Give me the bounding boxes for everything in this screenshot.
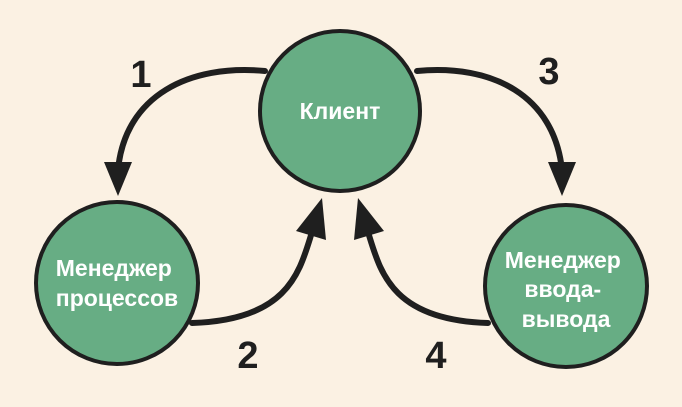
node-client-label: Клиент	[300, 98, 381, 124]
node-client: Клиент	[258, 29, 422, 193]
node-process-manager: Менеджер процессов	[34, 200, 200, 366]
arrow-1-line	[115, 67, 268, 173]
arrow-2-line	[189, 229, 315, 326]
node-client-circle	[258, 29, 422, 193]
arrow-1-head	[104, 162, 132, 196]
edge-4: 4	[354, 198, 491, 377]
node-io-manager-label-line-1: Менеджер	[505, 247, 621, 273]
arrow-3-head	[548, 162, 576, 196]
arrow-3-line	[414, 67, 565, 173]
edge-label-4: 4	[425, 335, 446, 377]
edge-label-2: 2	[237, 335, 258, 377]
node-process-manager-circle	[34, 200, 200, 366]
edge-3: 3	[414, 51, 576, 196]
node-io-manager-circle	[483, 203, 649, 369]
edge-label-3: 3	[538, 51, 559, 93]
edge-2: 2	[189, 198, 326, 377]
node-process-manager-label: Менеджер процессов	[56, 255, 178, 311]
node-client-label-line-1: Клиент	[300, 98, 381, 124]
arrow-2-head	[296, 198, 326, 240]
node-io-manager: Менеджер ввода- вывода	[483, 203, 649, 369]
arrow-4-line	[365, 229, 491, 326]
arrow-4-head	[354, 198, 384, 240]
edge-label-1: 1	[130, 54, 151, 96]
edge-1: 1	[104, 54, 268, 196]
node-process-manager-label-line-1: Менеджер	[56, 255, 172, 281]
node-io-manager-label: Менеджер ввода- вывода	[505, 247, 627, 332]
node-process-manager-label-line-2: процессов	[56, 285, 178, 311]
node-io-manager-label-line-2: ввода-	[524, 276, 601, 302]
node-io-manager-label-line-3: вывода	[522, 306, 611, 332]
